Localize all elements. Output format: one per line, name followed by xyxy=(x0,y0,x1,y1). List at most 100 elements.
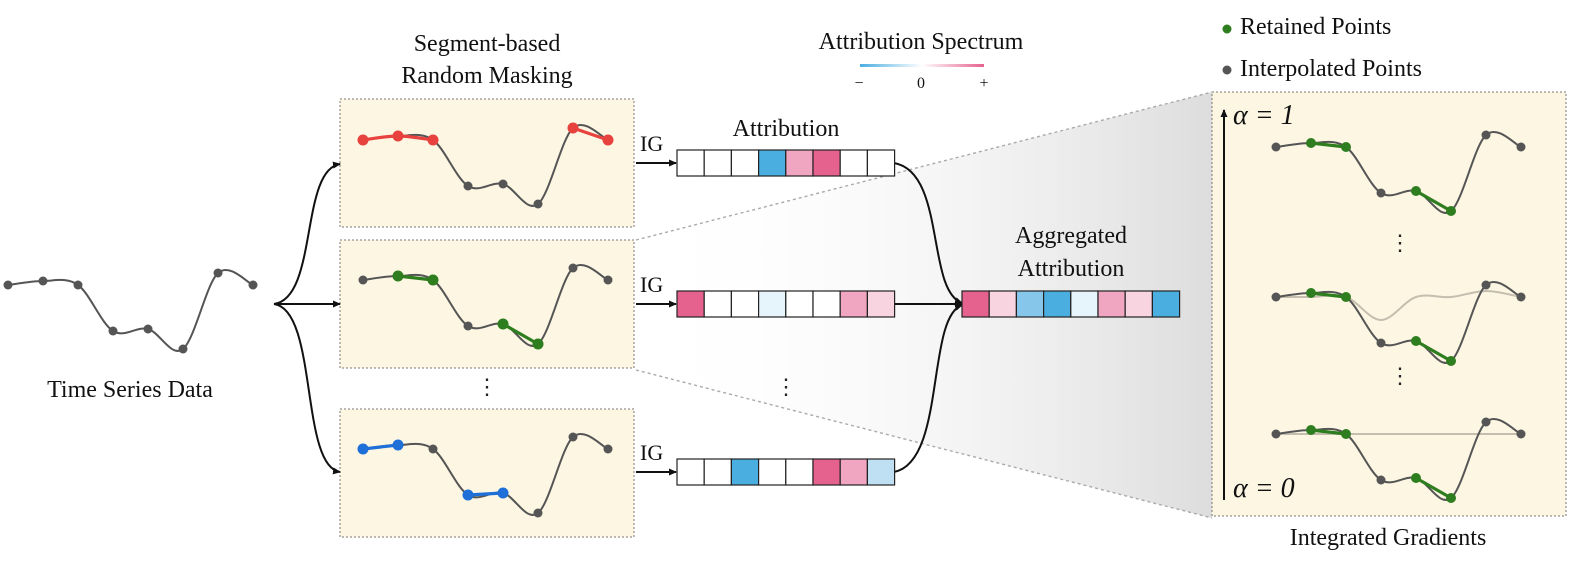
attribution-cell xyxy=(757,290,787,318)
spectrum-zero: 0 xyxy=(917,75,925,92)
retained-point xyxy=(1341,142,1351,152)
ellipsis-masks: ⋮ xyxy=(476,374,498,399)
attribution-cell xyxy=(730,149,760,177)
attribution-cell xyxy=(1015,290,1045,318)
series-point xyxy=(533,508,543,518)
ig-panel xyxy=(1211,91,1567,517)
attribution-cell xyxy=(785,290,814,318)
attribution-bar-3 xyxy=(676,458,896,486)
retained-point xyxy=(1446,493,1456,503)
retained-point xyxy=(1341,429,1351,439)
ig-label-3: IG xyxy=(640,440,664,465)
attribution-cell xyxy=(988,290,1018,318)
masked-point xyxy=(497,487,509,499)
time-series-point xyxy=(38,276,48,286)
aggregated-title-line2: Attribution xyxy=(1017,256,1125,282)
attribution-cell xyxy=(961,290,990,318)
ig-label-2: IG xyxy=(640,272,664,297)
retained-legend-label: Retained Points xyxy=(1240,14,1392,40)
retained-point xyxy=(1446,206,1456,216)
series-point xyxy=(603,275,613,285)
interpolated-point xyxy=(1516,429,1526,439)
mask-panel-1 xyxy=(339,98,635,228)
retained-point xyxy=(1411,186,1421,196)
attribution-cell xyxy=(1097,290,1126,318)
ig-label-1: IG xyxy=(640,131,664,156)
series-point xyxy=(568,263,578,273)
interpolated-point xyxy=(1271,292,1281,302)
masked-point xyxy=(427,274,439,286)
interpolated-legend-dot xyxy=(1222,65,1232,75)
attribution-cell xyxy=(703,290,733,318)
masked-point xyxy=(427,134,439,146)
masking-title-line2: Random Masking xyxy=(401,63,573,89)
interpolated-point xyxy=(1481,417,1491,427)
masked-point xyxy=(392,130,404,142)
masked-point xyxy=(357,134,369,146)
retained-legend-dot xyxy=(1222,24,1232,34)
retained-point xyxy=(1446,356,1456,366)
masked-point xyxy=(392,270,404,282)
attribution-cell xyxy=(785,458,814,486)
interpolated-point xyxy=(1481,130,1491,140)
alpha-bottom-label: α = 0 xyxy=(1233,473,1295,504)
series-point xyxy=(463,321,473,331)
attribution-cell xyxy=(812,149,841,177)
masked-point xyxy=(357,443,369,455)
merge-arrow-top xyxy=(893,162,963,304)
attribution-cell xyxy=(812,458,841,486)
time-series-point xyxy=(108,326,118,336)
branch-arrow-bottom xyxy=(273,303,341,475)
aggregated-title-line1: Aggregated xyxy=(1015,223,1127,249)
masked-point xyxy=(462,489,474,501)
masked-point xyxy=(532,338,544,350)
attribution-cell xyxy=(812,290,841,318)
retained-point xyxy=(1411,336,1421,346)
mask-panel-2 xyxy=(339,239,635,369)
masked-point xyxy=(602,134,614,146)
spectrum-plus: + xyxy=(979,75,989,92)
interpolated-point xyxy=(1481,280,1491,290)
spectrum-minus: − xyxy=(854,75,864,92)
interpolated-point xyxy=(1516,292,1526,302)
branch-arrow-top xyxy=(273,161,341,305)
spectrum-title: Attribution Spectrum xyxy=(818,29,1024,55)
mask-panel-3 xyxy=(339,408,635,538)
attribution-cell xyxy=(676,458,705,486)
attribution-cell xyxy=(866,458,896,486)
attribution-cell xyxy=(866,290,896,318)
time-series-point xyxy=(143,324,153,334)
time-series-point xyxy=(248,280,258,290)
attribution-cell xyxy=(703,458,733,486)
attribution-cell xyxy=(839,458,869,486)
ellipsis-ig-2: ⋮ xyxy=(1389,363,1411,388)
attribution-cell xyxy=(785,149,814,177)
time-series-point xyxy=(178,344,188,354)
retained-point xyxy=(1306,288,1316,298)
attribution-bar-1 xyxy=(676,149,896,177)
attribution-cell xyxy=(676,290,705,318)
masked-point xyxy=(392,439,404,451)
attribution-cell xyxy=(839,149,869,177)
attribution-cell xyxy=(1070,290,1099,318)
attribution-cell xyxy=(1151,290,1181,318)
time-series-point xyxy=(213,268,223,278)
attribution-cell xyxy=(757,458,787,486)
interpolated-point xyxy=(1376,475,1386,485)
series-point xyxy=(358,275,368,285)
series-point xyxy=(533,199,543,209)
time-series-label: Time Series Data xyxy=(47,377,213,403)
attribution-spectrum-bar xyxy=(860,64,984,67)
attribution-cell xyxy=(703,149,733,177)
attribution-cell xyxy=(866,149,896,177)
attribution-cell xyxy=(730,458,760,486)
attribution-cell xyxy=(676,149,705,177)
retained-point xyxy=(1306,138,1316,148)
interpolated-point xyxy=(1376,188,1386,198)
retained-point xyxy=(1411,473,1421,483)
merge-arrow-bottom xyxy=(893,304,963,473)
attribution-cell xyxy=(730,290,760,318)
series-point xyxy=(568,432,578,442)
masked-point xyxy=(497,318,509,330)
